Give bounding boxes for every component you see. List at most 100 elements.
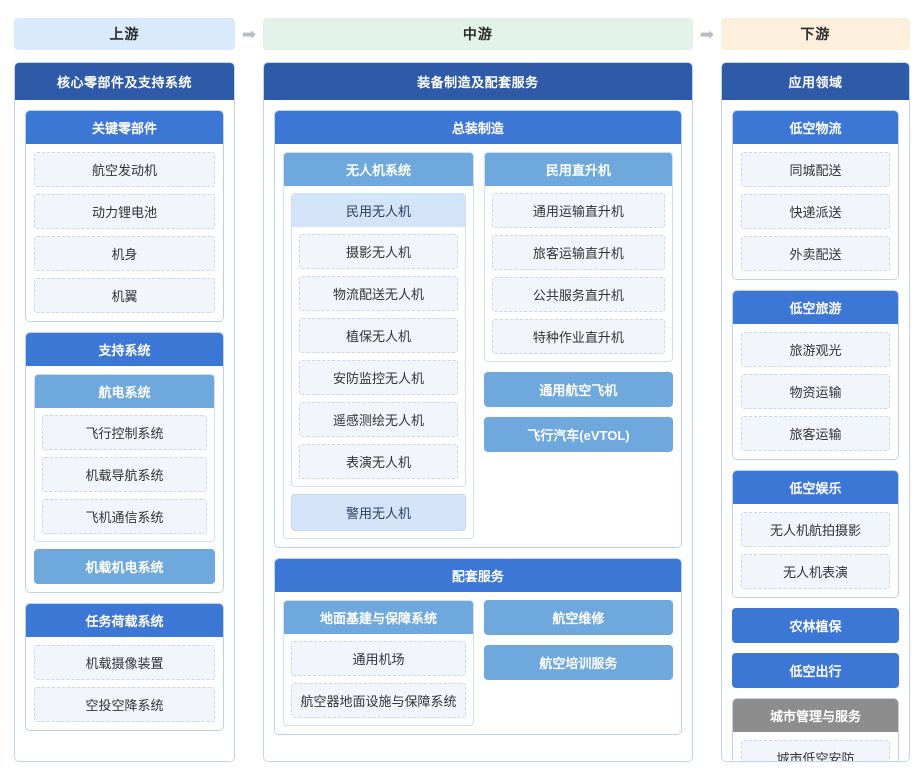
subgroup-avionics: 航电系统 飞行控制系统 机载导航系统 飞机通信系统 (34, 374, 215, 542)
leaf-item[interactable]: 无人机表演 (740, 554, 891, 589)
group-urban-management: 城市管理与服务 城市低空安防 能源巡检 应急救援 (731, 698, 900, 761)
subgroup-civil-uav: 民用无人机 摄影无人机 物流配送无人机 植保无人机 安防监控无人机 遥感测绘无人… (290, 193, 466, 487)
final-assembly-columns: 无人机系统 民用无人机 摄影无人机 物流配送无人机 植保无人机 安防监 (282, 152, 673, 539)
group-title-low-altitude-entertainment: 低空娱乐 (732, 471, 899, 504)
subgroup-body-civil-helicopter: 通用运输直升机 旅客运输直升机 公共服务直升机 特种作业直升机 (485, 186, 672, 361)
group-body-urban-management: 城市低空安防 能源巡检 应急救援 (733, 732, 898, 761)
group-low-altitude-entertainment: 低空娱乐 无人机航拍摄影 无人机表演 (731, 470, 900, 598)
bar-aviation-maintenance[interactable]: 航空维修 (483, 600, 673, 635)
subgroup-body-avionics: 飞行控制系统 机载导航系统 飞机通信系统 (35, 408, 214, 541)
group-low-altitude-tourism: 低空旅游 旅游观光 物资运输 旅客运输 (731, 290, 900, 460)
group-body-low-altitude-entertainment: 无人机航拍摄影 无人机表演 (733, 504, 898, 597)
subgroup-title-uav-systems: 无人机系统 (283, 153, 473, 186)
arrow-glyph: ➡ (699, 24, 715, 44)
group-support-systems: 支持系统 航电系统 飞行控制系统 机载导航系统 飞机通信系统 机载机电系统 (25, 332, 224, 593)
leaf-item[interactable]: 旅游观光 (740, 332, 891, 367)
subgroup-ground-infrastructure: 地面基建与保障系统 通用机场 航空器地面设施与保障系统 (282, 600, 474, 726)
stage-tag-row: 上游 ➡ 中游 ➡ 下游 (0, 0, 924, 54)
leaf-item[interactable]: 机身 (34, 236, 215, 271)
leaf-item[interactable]: 表演无人机 (298, 444, 458, 479)
panel-body-upstream: 关键零部件 航空发动机 动力锂电池 机身 机翼 支持系统 航电系统 (15, 100, 234, 761)
group-title-final-assembly: 总装制造 (274, 111, 681, 144)
columns-container: 核心零部件及支持系统 关键零部件 航空发动机 动力锂电池 机身 机翼 支持系统 (0, 54, 924, 762)
group-title-mission-payload: 任务荷载系统 (26, 604, 223, 637)
group-body-low-altitude-logistics: 同城配送 快递派送 外卖配送 (733, 144, 898, 279)
bar-police-uav[interactable]: 警用无人机 (290, 494, 466, 531)
helicopter-stack: 民用直升机 通用运输直升机 旅客运输直升机 公共服务直升机 特种作业直升机 通用… (483, 152, 673, 452)
subgroup-uav-systems: 无人机系统 民用无人机 摄影无人机 物流配送无人机 植保无人机 安防监 (282, 152, 474, 539)
leaf-item[interactable]: 物资运输 (740, 374, 891, 409)
leaf-item[interactable]: 飞机通信系统 (42, 499, 207, 534)
group-title-support-services: 配套服务 (274, 559, 681, 592)
leaf-item[interactable]: 旅客运输直升机 (491, 235, 665, 270)
group-body-mission-payload: 机载摄像装置 空投空降系统 (26, 637, 223, 730)
leaf-item[interactable]: 飞行控制系统 (42, 415, 207, 450)
bar-agriculture-forestry[interactable]: 农林植保 (731, 608, 900, 643)
leaf-item[interactable]: 空投空降系统 (34, 687, 215, 722)
subgroup-civil-helicopter: 民用直升机 通用运输直升机 旅客运输直升机 公共服务直升机 特种作业直升机 (483, 152, 673, 362)
upstream-spacer (25, 741, 224, 751)
subgroup-body-uav-systems: 民用无人机 摄影无人机 物流配送无人机 植保无人机 安防监控无人机 遥感测绘无人… (284, 186, 473, 538)
leaf-item[interactable]: 动力锂电池 (34, 194, 215, 229)
panel-title-downstream: 应用领域 (721, 63, 910, 100)
leaf-item[interactable]: 航空器地面设施与保障系统 (290, 683, 466, 718)
leaf-item[interactable]: 城市低空安防 (740, 740, 891, 761)
leaf-item[interactable]: 无人机航拍摄影 (740, 512, 891, 547)
panel-midstream: 装备制造及配套服务 总装制造 无人机系统 民用无人机 (262, 62, 693, 762)
group-key-components: 关键零部件 航空发动机 动力锂电池 机身 机翼 (25, 110, 224, 322)
leaf-item[interactable]: 物流配送无人机 (298, 276, 458, 311)
leaf-item[interactable]: 特种作业直升机 (491, 319, 665, 354)
leaf-item[interactable]: 快递派送 (740, 194, 891, 229)
bar-general-aviation-aircraft[interactable]: 通用航空飞机 (483, 372, 673, 407)
leaf-item[interactable]: 摄影无人机 (298, 234, 458, 269)
bar-evtol[interactable]: 飞行汽车(eVTOL) (483, 417, 673, 452)
stage-tag-upstream[interactable]: 上游 (14, 18, 236, 50)
leaf-item[interactable]: 遥感测绘无人机 (298, 402, 458, 437)
stage-label-downstream: 下游 (800, 26, 831, 42)
group-body-support-systems: 航电系统 飞行控制系统 机载导航系统 飞机通信系统 机载机电系统 (26, 366, 223, 592)
leaf-item[interactable]: 公共服务直升机 (491, 277, 665, 312)
stage-label-midstream: 中游 (462, 26, 493, 42)
bar-aviation-training[interactable]: 航空培训服务 (483, 645, 673, 680)
bar-low-altitude-travel[interactable]: 低空出行 (731, 653, 900, 688)
leaf-item[interactable]: 外卖配送 (740, 236, 891, 271)
group-title-low-altitude-logistics: 低空物流 (732, 111, 899, 144)
support-services-columns: 地面基建与保障系统 通用机场 航空器地面设施与保障系统 航空维修 航空培训服务 (282, 600, 673, 726)
subgroup-body-civil-uav: 摄影无人机 物流配送无人机 植保无人机 安防监控无人机 遥感测绘无人机 表演无人… (292, 227, 465, 486)
subgroup-title-civil-uav: 民用无人机 (291, 194, 465, 227)
panel-downstream: 应用领域 低空物流 同城配送 快递派送 外卖配送 低空旅游 旅游观光 (720, 62, 911, 762)
arrow-right-icon-2: ➡ (693, 26, 721, 43)
group-support-services: 配套服务 地面基建与保障系统 通用机场 航空器地面设施与保障系统 (273, 558, 682, 735)
group-mission-payload: 任务荷载系统 机载摄像装置 空投空降系统 (25, 603, 224, 731)
group-title-support-systems: 支持系统 (26, 333, 223, 366)
stage-label-upstream: 上游 (109, 26, 140, 42)
group-body-final-assembly: 无人机系统 民用无人机 摄影无人机 物流配送无人机 植保无人机 安防监 (275, 144, 681, 547)
panel-body-downstream: 低空物流 同城配送 快递派送 外卖配送 低空旅游 旅游观光 物资运输 旅客运输 (722, 100, 909, 761)
stage-tag-midstream[interactable]: 中游 (262, 18, 693, 50)
group-low-altitude-logistics: 低空物流 同城配送 快递派送 外卖配送 (731, 110, 900, 280)
arrow-right-icon-1: ➡ (235, 26, 263, 43)
bar-airborne-electromechanical[interactable]: 机载机电系统 (34, 549, 215, 584)
leaf-item[interactable]: 机载摄像装置 (34, 645, 215, 680)
leaf-item[interactable]: 通用运输直升机 (491, 193, 665, 228)
subgroup-title-avionics: 航电系统 (35, 375, 214, 408)
stage-tag-downstream[interactable]: 下游 (720, 18, 910, 50)
support-services-bars: 航空维修 航空培训服务 (483, 600, 673, 680)
group-body-support-services: 地面基建与保障系统 通用机场 航空器地面设施与保障系统 航空维修 航空培训服务 (275, 592, 681, 734)
leaf-item[interactable]: 通用机场 (290, 641, 466, 676)
group-body-key-components: 航空发动机 动力锂电池 机身 机翼 (26, 144, 223, 321)
leaf-item[interactable]: 机载导航系统 (42, 457, 207, 492)
group-title-low-altitude-tourism: 低空旅游 (732, 291, 899, 324)
leaf-item[interactable]: 植保无人机 (298, 318, 458, 353)
group-title-key-components: 关键零部件 (26, 111, 223, 144)
panel-title-upstream: 核心零部件及支持系统 (15, 63, 234, 100)
panel-body-midstream: 总装制造 无人机系统 民用无人机 摄影无人机 (264, 100, 692, 761)
leaf-item[interactable]: 机翼 (34, 278, 215, 313)
leaf-item[interactable]: 同城配送 (740, 152, 891, 187)
group-title-urban-management: 城市管理与服务 (732, 699, 899, 732)
leaf-item[interactable]: 旅客运输 (740, 416, 891, 451)
leaf-item[interactable]: 安防监控无人机 (298, 360, 458, 395)
arrow-glyph: ➡ (241, 24, 257, 44)
leaf-item[interactable]: 航空发动机 (34, 152, 215, 187)
